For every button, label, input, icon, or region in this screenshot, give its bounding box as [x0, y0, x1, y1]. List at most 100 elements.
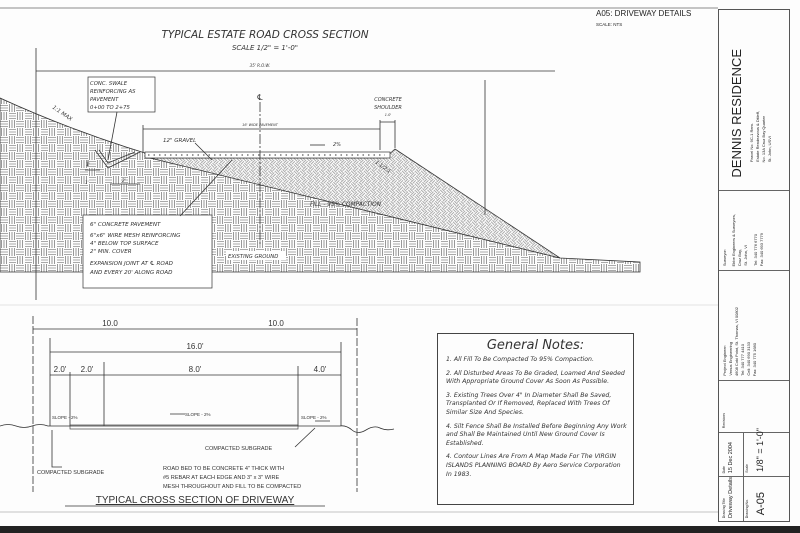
- engineer-section: Project Engineer: Venus Engineering 4608…: [719, 271, 789, 381]
- swale-note-line: CONC. SWALE: [90, 81, 128, 87]
- subgrade-right-label: COMPACTED SUBGRADE: [205, 446, 272, 452]
- ground-line: [0, 424, 395, 433]
- note-item: 4. Contour Lines Are From A Map Made For…: [446, 453, 621, 478]
- revisions-label: Revisions: [722, 412, 726, 428]
- drawing-id-section: Drawing Title Driveway Details Drawing N…: [719, 477, 789, 521]
- date-value: 15 Dec 2004: [728, 441, 734, 473]
- estate-section-title: TYPICAL ESTATE ROAD CROSS SECTION: [161, 29, 368, 41]
- roadbed-note-line: ROAD BED TO BE CONCRETE 4" THICK WITH: [163, 466, 284, 472]
- existing-ground-bg: [226, 251, 286, 260]
- roadbed-note-line: MESH THROUGHOUT AND FILL TO BE COMPACTED: [163, 484, 301, 490]
- dim-top-left: 10.0: [102, 319, 118, 328]
- centerline-symbol: ℄: [256, 93, 263, 102]
- note-item: 2. All Disturbed Areas To Be Graded, Loa…: [446, 369, 625, 386]
- shoulder-label: SHOULDER: [374, 105, 402, 111]
- concrete-swale: [94, 149, 141, 169]
- shoulder-width: 1.0': [385, 113, 392, 117]
- subgrade-right-leader: [294, 427, 316, 448]
- pavement-note-line: AND EVERY 20' ALONG ROAD: [89, 270, 173, 276]
- crossfall-label: 2%: [333, 142, 341, 148]
- row-label: 35' R.O.W.: [250, 63, 271, 68]
- subgrade-left-leader: [51, 430, 62, 468]
- slope-left-label: 1:1 MAX: [51, 105, 73, 123]
- surveyor-label: Surveyor:: [722, 248, 727, 266]
- address-line: No. 13A Cruz Bay Quarter: [761, 115, 766, 162]
- swale-note-box: [87, 76, 156, 113]
- pavement-note-line: 4" BELOW TOP SURFACE: [90, 241, 159, 247]
- swale-dim-h1: 1': [85, 180, 89, 185]
- drawing-title: Driveway Details: [728, 477, 734, 518]
- dim-top-right: 10.0: [268, 319, 284, 328]
- scale-label: Scale: [745, 464, 749, 473]
- pavement-note-line: 2" MIN. COVER: [90, 249, 132, 255]
- dim-part: 2.0': [54, 365, 67, 374]
- estate-section-scale: SCALE 1/2" = 1'-0": [232, 44, 298, 52]
- slope-label: SLOPE - 2%: [185, 412, 211, 417]
- project-name: DENNIS RESIDENCE: [729, 49, 744, 178]
- note-item: 1. All Fill To Be Compacted To 95% Compa…: [446, 356, 594, 363]
- dim-part: 4.0': [314, 365, 327, 374]
- surveyor-line: Tel: 340 776 6770: [753, 234, 758, 266]
- general-notes-box: General Notes: 1. All Fill To Be Compact…: [437, 333, 634, 505]
- engineer-line: Venus Engineering: [728, 342, 733, 376]
- drawing-title-label: Drawing Title: [722, 497, 726, 518]
- slope-label: SLOPE - 2%: [301, 415, 327, 420]
- dim-part: 2.0': [81, 365, 94, 374]
- note-item: 4. Silt Fence Shall Be Installed Before …: [446, 422, 627, 447]
- sheet-scale: SCALE: NTS: [596, 22, 623, 27]
- drawing-number: A-05: [755, 491, 767, 515]
- pavement-width-label: 16' WIDE PAVEMENT: [242, 123, 279, 127]
- engineer-line: Cell: 340 690 3133: [746, 342, 751, 376]
- surveyor-section: Surveyor: Ebbe Engineers & Surveyors, Cr…: [719, 191, 789, 271]
- swale-dim-h2: 2': [122, 178, 126, 183]
- address-line: Parcel No. 9C-1 Rem.: [749, 122, 754, 162]
- roadbed-note-line: #5 REBAR AT EACH EDGE AND 3" x 3" WIRE: [163, 475, 280, 481]
- existing-ground-label: EXISTING GROUND: [228, 254, 278, 260]
- revisions-section: Revisions: [719, 381, 789, 433]
- driveway-outer-lines: [32, 316, 358, 492]
- driveway-ext-lines: [49, 338, 342, 426]
- driveway-section: 10.0 10.0 16.0' 2.0' 2.0' 8.0' 4.0' SLOP…: [0, 316, 395, 507]
- project-section: DENNIS RESIDENCE Parcel No. 9C-1 Rem. Es…: [719, 10, 789, 191]
- drawing-no-label: Drawing No.: [745, 498, 749, 518]
- title-block: DENNIS RESIDENCE Parcel No. 9C-1 Rem. Es…: [718, 9, 790, 522]
- shoulder-dimension: [379, 120, 396, 150]
- fill-label: FILL - 95% COMPACTION: [310, 202, 382, 208]
- address-line: Estate Rendezvous & Ditleff,: [755, 111, 760, 162]
- swale-dim-v: 1': [86, 162, 90, 167]
- pavement-note-line: 6"x6" WIRE MESH REINFORCING: [90, 233, 181, 239]
- dim-part: 8.0': [189, 365, 202, 374]
- pavement-leader: [179, 159, 233, 217]
- scale-value: 1/8" = 1'-0": [755, 428, 765, 472]
- swale-note-line: PAVEMENT: [90, 97, 119, 103]
- engineer-line: 4608 Coki Point, St. Thomas, VI 00802: [734, 306, 739, 376]
- estate-road-section: TYPICAL ESTATE ROAD CROSS SECTION SCALE …: [0, 29, 641, 300]
- concrete-slab: [69, 424, 299, 430]
- swale-note-line: 0+00 TO 2+75: [90, 105, 130, 111]
- sheet-header: A05: DRIVEWAY DETAILS: [596, 9, 692, 18]
- concrete-pavement: [144, 151, 391, 159]
- pavement-note-box: [82, 214, 213, 289]
- gravel-label: 12" GRAVEL: [163, 138, 196, 144]
- date-label: Date: [722, 465, 726, 473]
- driveway-section-title: TYPICAL CROSS SECTION OF DRIVEWAY: [96, 495, 295, 506]
- address-line: St. John, USVI: [767, 135, 772, 162]
- swale-dimensions: [85, 160, 140, 185]
- swale-note-line: REINFORCING AS: [90, 89, 136, 95]
- dim-total: 16.0': [186, 342, 204, 351]
- shoulder-label: CONCRETE: [374, 97, 402, 103]
- slope-label: SLOPE - 2%: [52, 415, 78, 420]
- surveyor-line: Fax: 340 693 7779: [759, 232, 764, 266]
- sheet-bottom-edge: [0, 526, 800, 533]
- surveyor-line: Ebbe Engineers & Surveyors,: [731, 213, 736, 266]
- engineer-line: Tel: 340 777 4410: [740, 344, 745, 376]
- pavement-note-line: EXPANSION JOINT AT ℄ ROAD: [90, 260, 174, 267]
- swale-leader: [107, 111, 118, 161]
- subgrade-left-label: COMPACTED SUBGRADE: [37, 470, 104, 476]
- surveyor-line: St. John, VI: [743, 245, 748, 266]
- slope-arrows: [170, 413, 330, 422]
- engineer-label: Project Engineer:: [722, 345, 727, 376]
- surveyor-line: Cruz Bay,: [737, 248, 742, 266]
